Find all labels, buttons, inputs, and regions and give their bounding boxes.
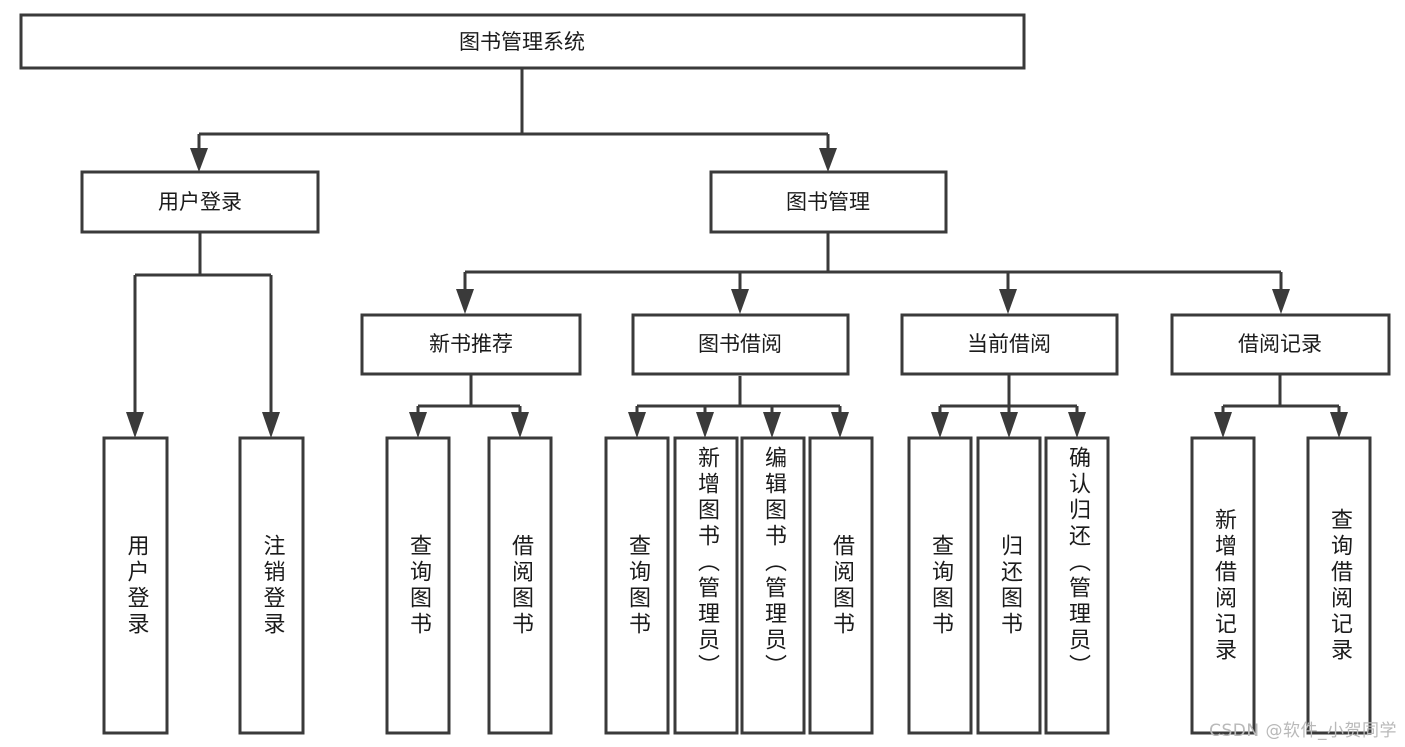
leaf-box-bb-1[interactable]	[604, 436, 670, 735]
node-book-manage-box[interactable]	[709, 170, 948, 234]
connector-group-borrow-record	[1214, 374, 1348, 438]
arrow-head-leaf-br-1	[1214, 412, 1232, 438]
leaf-box-bb-4[interactable]	[808, 436, 874, 735]
arrow-head-leaf-user-login-1	[126, 412, 144, 438]
node-user-login-label: 用户登录	[158, 190, 242, 214]
node-current-borrow[interactable]: 当前借阅	[900, 313, 1119, 376]
arrow-head-book-borrow	[731, 289, 749, 314]
node-borrow-record[interactable]: 借阅记录	[1170, 313, 1391, 376]
connector-group-current-borrow	[931, 374, 1086, 438]
arrow-head-leaf-bb-3	[763, 412, 781, 438]
arrow-head-user-login	[190, 148, 208, 172]
arrow-head-new-book-recommend	[456, 289, 474, 314]
node-book-manage[interactable]: 图书管理	[709, 170, 948, 234]
leaf-box-bb-2[interactable]	[673, 436, 739, 735]
node-root[interactable]: 图书管理系统	[19, 13, 1026, 70]
leaf-box-nbr-2[interactable]	[487, 436, 553, 735]
node-book-borrow-box[interactable]	[631, 313, 850, 376]
node-current-borrow-box[interactable]	[900, 313, 1119, 376]
node-user-login[interactable]: 用户登录	[80, 170, 320, 234]
leaf-box-nbr-1[interactable]	[385, 436, 451, 735]
leaf-box-cb-3[interactable]	[1044, 436, 1110, 735]
leaf-box-cb-1[interactable]	[907, 436, 973, 735]
connector-group-new-book-recommend	[409, 374, 529, 438]
arrow-head-leaf-cb-1	[931, 412, 949, 438]
arrow-head-book-manage	[819, 148, 837, 172]
csdn-watermark: CSDN @软件_小贺同学	[1209, 721, 1397, 741]
node-book-borrow-label: 图书借阅	[698, 332, 782, 356]
connector-group-user-login	[126, 232, 280, 438]
arrow-head-borrow-record	[1272, 289, 1290, 314]
arrow-head-leaf-cb-2	[1000, 412, 1018, 438]
leaf-box-bb-3[interactable]	[740, 436, 806, 735]
arrow-head-leaf-bb-1	[628, 412, 646, 438]
arrow-head-leaf-nbr-1	[409, 412, 427, 438]
node-new-book-recommend-label: 新书推荐	[429, 332, 513, 356]
node-new-book-recommend[interactable]: 新书推荐	[360, 313, 582, 376]
leaf-box-br-1[interactable]	[1190, 436, 1256, 735]
arrow-head-leaf-bb-4	[831, 412, 849, 438]
node-borrow-record-label: 借阅记录	[1238, 332, 1322, 356]
arrow-head-leaf-cb-3	[1068, 412, 1086, 438]
arrow-head-leaf-bb-2	[696, 412, 714, 438]
node-book-manage-label: 图书管理	[786, 190, 870, 214]
connector-group-book-borrow	[628, 376, 849, 438]
node-current-borrow-label: 当前借阅	[967, 332, 1051, 356]
arrow-head-leaf-br-2	[1330, 412, 1348, 438]
node-book-borrow[interactable]: 图书借阅	[631, 313, 850, 376]
leaf-box-br-2[interactable]	[1306, 436, 1372, 735]
connector-group-book-manage	[456, 232, 1290, 314]
leaf-box-user-login-1[interactable]	[102, 436, 169, 735]
leaf-box-cb-2[interactable]	[976, 436, 1042, 735]
node-root-label: 图书管理系统	[459, 30, 585, 54]
node-new-book-recommend-box[interactable]	[360, 313, 582, 376]
connector-group-root	[190, 68, 837, 172]
node-borrow-record-box[interactable]	[1170, 313, 1391, 376]
arrow-head-leaf-user-login-2	[262, 412, 280, 438]
node-root-box[interactable]	[19, 13, 1026, 70]
arrow-head-leaf-nbr-2	[511, 412, 529, 438]
leaf-box-user-login-2[interactable]	[238, 436, 305, 735]
arrow-head-current-borrow	[999, 289, 1017, 314]
